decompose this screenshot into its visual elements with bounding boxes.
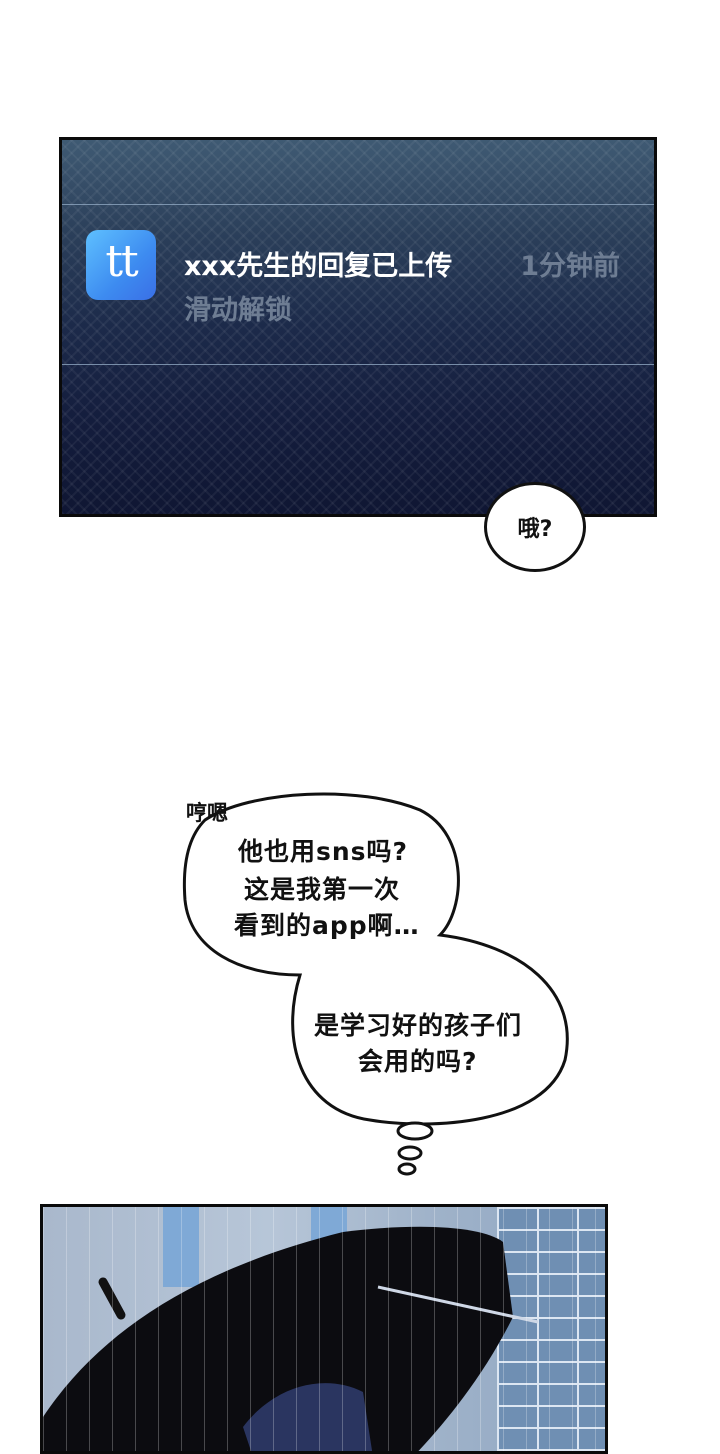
thought-line: 会用的吗? (358, 1047, 478, 1076)
thought-line: 这是我第一次 (244, 875, 401, 904)
thought-line: 看到的app啊… (234, 911, 420, 940)
rain-effect (43, 1207, 605, 1451)
slide-to-unlock-text[interactable]: 滑动解锁 (184, 295, 292, 326)
notification-time: 1分钟前 (520, 251, 620, 282)
thought-dot-2 (397, 1145, 423, 1161)
notification-title[interactable]: xxx先生的回复已上传 (184, 251, 453, 282)
thought-dot-3 (397, 1162, 417, 1176)
building-window (163, 1207, 199, 1287)
tt-app-icon[interactable]: tt (86, 230, 156, 300)
speech-bubble-oh: 哦? (484, 482, 586, 572)
thought-bubble-outline (182, 792, 569, 1176)
thought-line: 他也用sns吗? (238, 837, 409, 866)
thought-dot-1 (396, 1121, 434, 1141)
speech-bubble-text: 哦? (517, 517, 553, 542)
rain-scene-panel (40, 1204, 608, 1454)
divider-top (62, 204, 654, 205)
sfx-hmm: 哼嗯 (186, 801, 228, 825)
thought-line: 是学习好的孩子们 (314, 1011, 523, 1040)
lockscreen-panel: tt xxx先生的回复已上传 1分钟前 滑动解锁 (59, 137, 657, 517)
umbrella-icon (43, 1226, 539, 1451)
brick-wall (497, 1207, 605, 1451)
divider-bottom (62, 364, 654, 365)
